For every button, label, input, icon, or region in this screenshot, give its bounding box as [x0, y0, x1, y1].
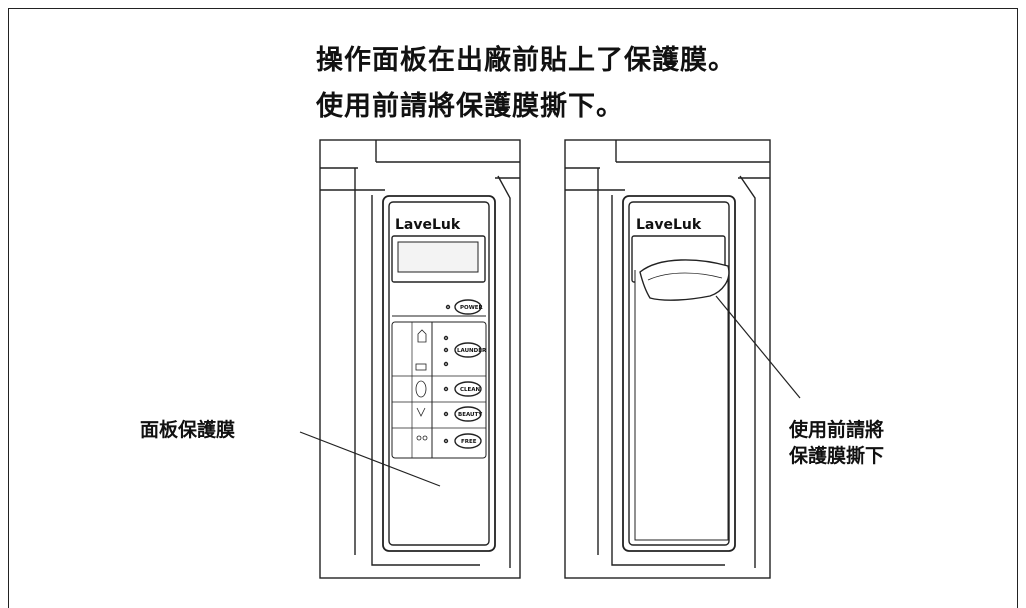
diagram-frame	[8, 8, 1018, 608]
device-right	[564, 139, 771, 579]
remove-film-callout: 使用前請將 保護膜撕下	[789, 417, 884, 469]
left-btn-free-label: FREE	[461, 439, 477, 445]
left-btn-launder-label: LAUNDER	[457, 348, 487, 354]
device-left	[319, 139, 521, 579]
remove-film-callout-line-2: 保護膜撕下	[789, 445, 885, 467]
leader-line-right	[715, 295, 801, 399]
left-brand-logo: LaveLuk	[395, 217, 461, 233]
panel-film-callout: 面板保護膜	[140, 419, 236, 441]
leader-line-left	[299, 431, 441, 487]
remove-film-callout-line-1: 使用前請將	[789, 419, 885, 441]
heading-line-1: 操作面板在出廠前貼上了保護膜。	[316, 45, 736, 76]
right-brand-logo: LaveLuk	[636, 217, 702, 233]
left-btn-beauty-label: BEAUTY	[458, 412, 483, 418]
left-btn-clean-label: CLEAN	[460, 387, 481, 393]
heading-line-2: 使用前請將保護膜撕下。	[316, 91, 624, 122]
left-btn-power-label: POWER	[460, 305, 484, 311]
